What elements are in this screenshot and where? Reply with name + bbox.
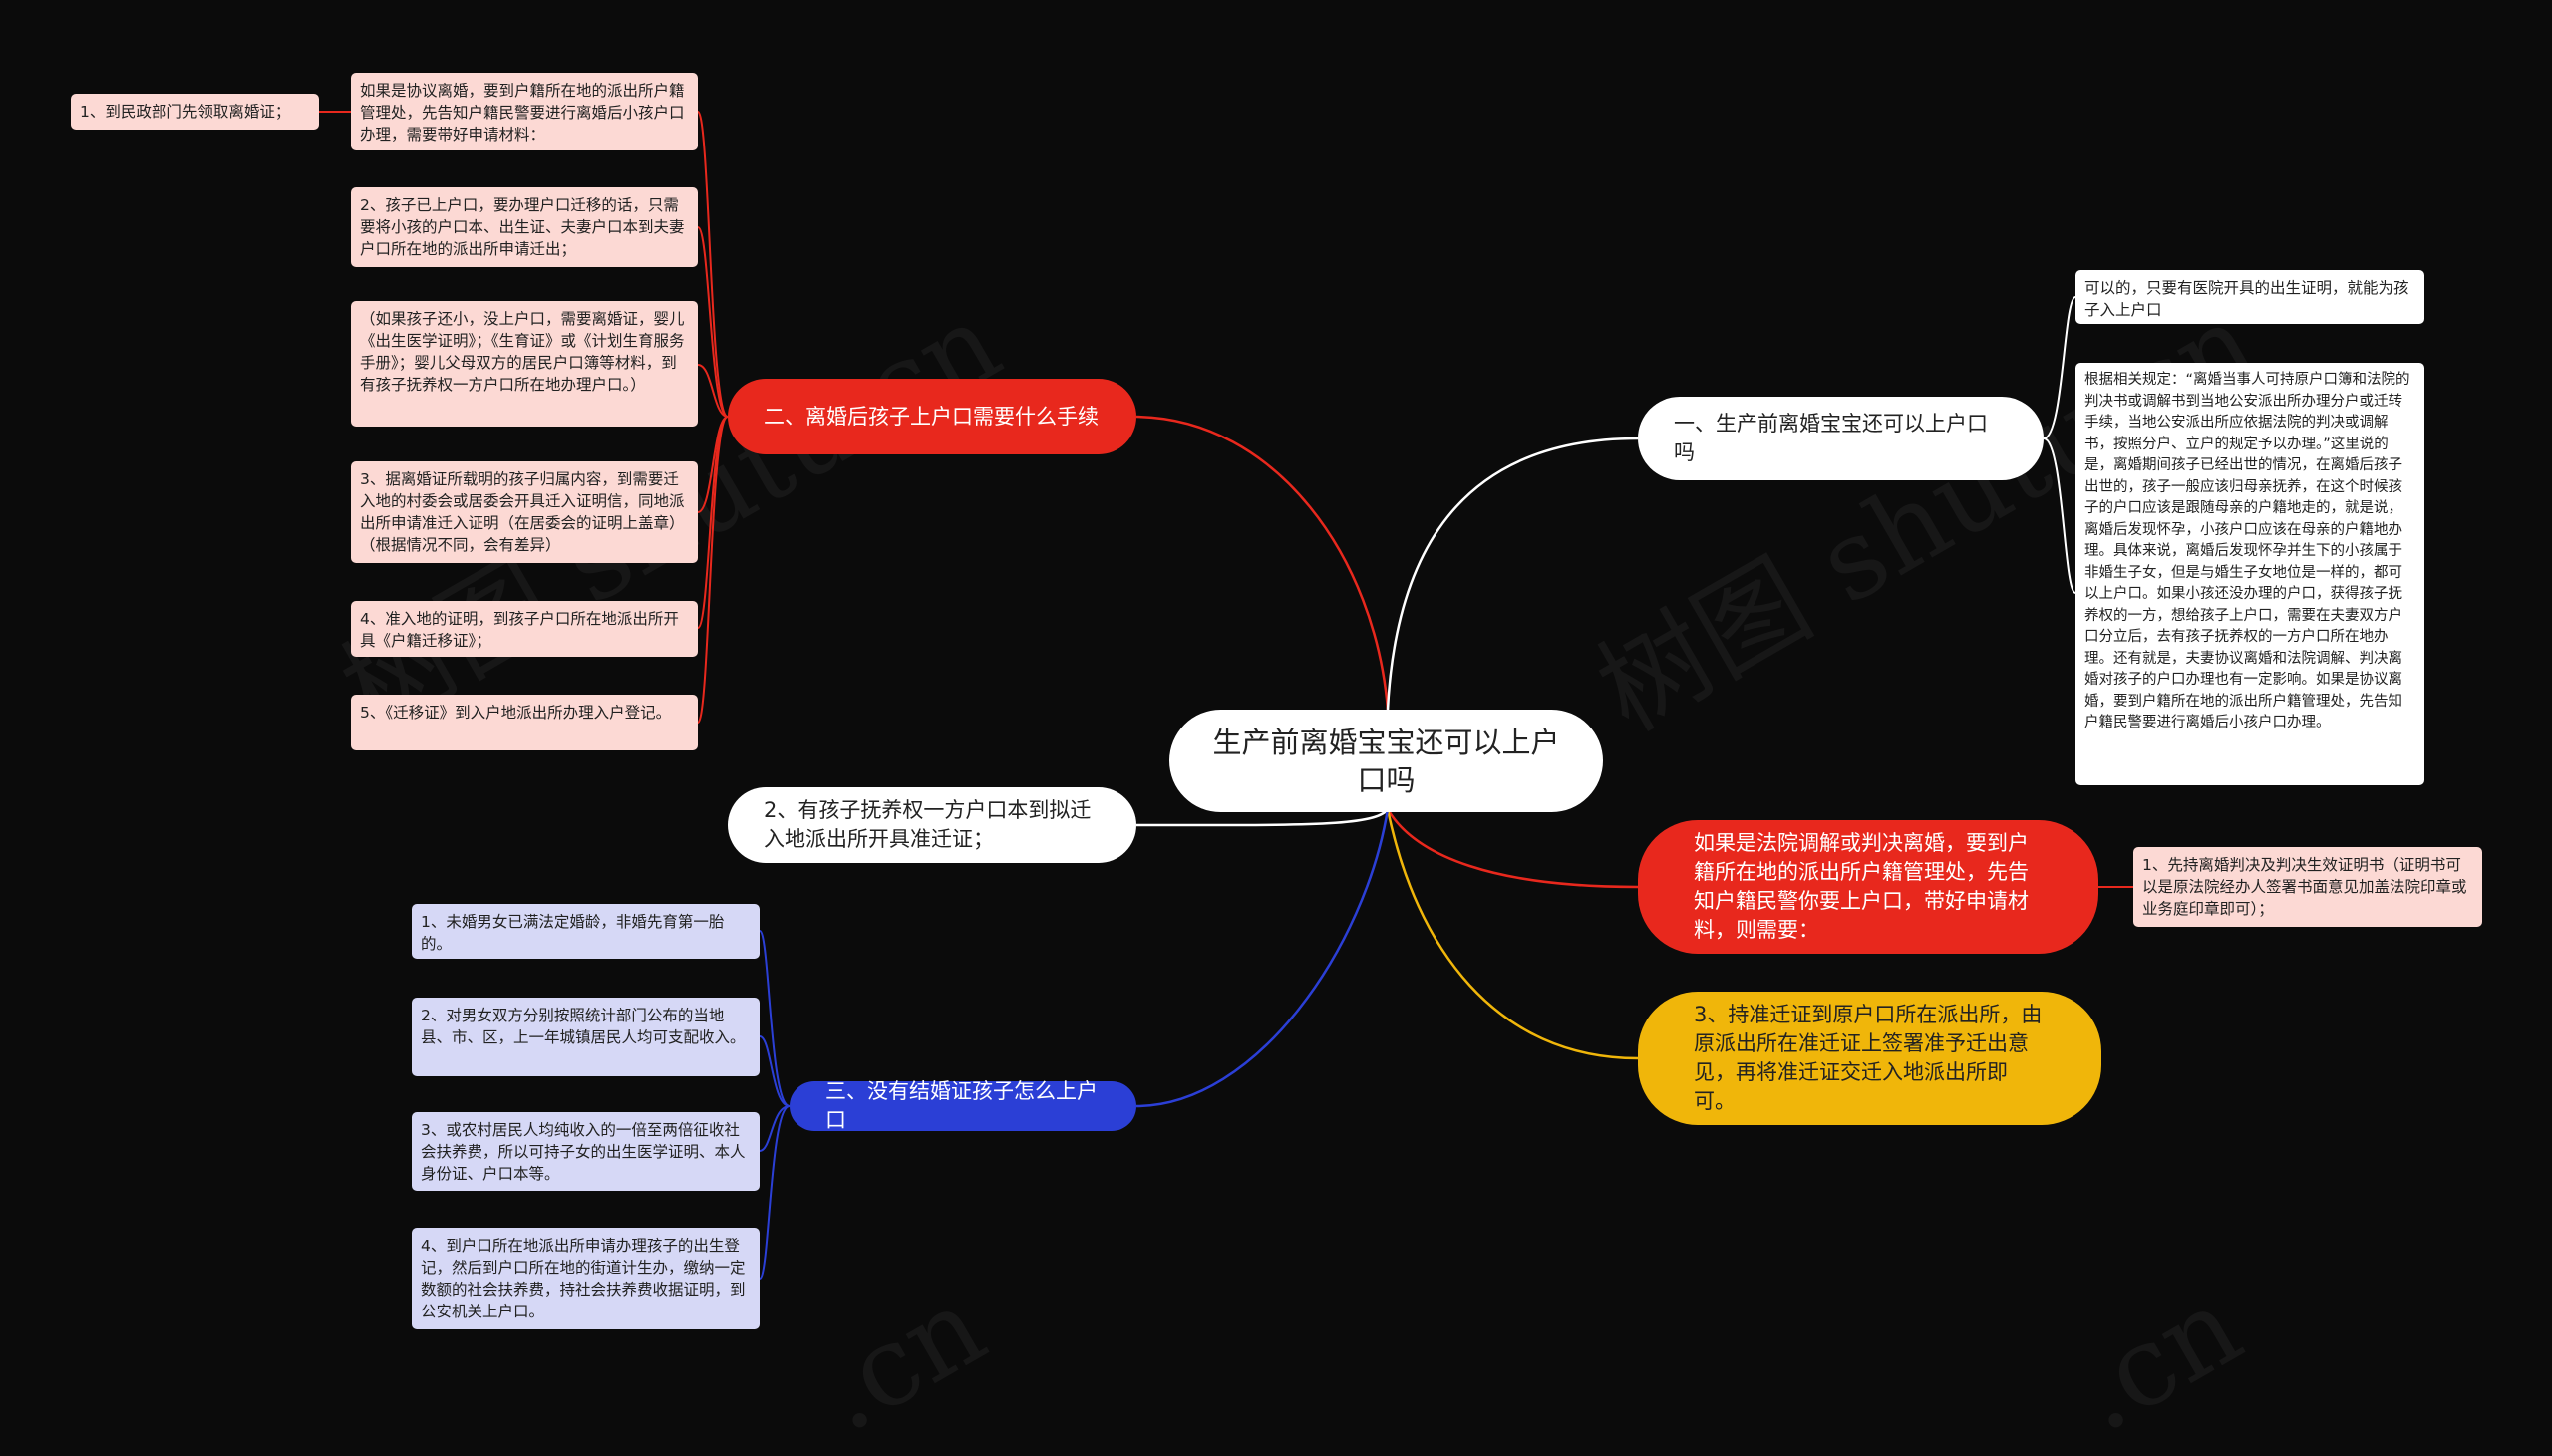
branch-two-leaf-5[interactable]: 4、准入地的证明，到孩子户口所在地派出所开具《户籍迁移证》； <box>351 601 698 657</box>
branch-two-leaf-1[interactable]: 如果是协议离婚，要到户籍所在地的派出所户籍管理处，先告知户籍民警要进行离婚后小孩… <box>351 73 698 150</box>
link-root-branch-1 <box>1386 437 1639 711</box>
leaf-text: 根据相关规定：“离婚当事人可持原户口簿和法院的判决书或调解书到当地公安派出所办理… <box>2084 372 2410 730</box>
leaf-text: 4、准入地的证明，到孩子户口所在地派出所开具《户籍迁移证》； <box>360 610 679 650</box>
branch-2-left-label: 2、有孩子抚养权一方户口本到拟迁入地派出所开具准迁证； <box>764 798 1092 851</box>
link-two-leaf-2 <box>697 226 729 418</box>
branch-two-leaf-3[interactable]: （如果孩子还小，没上户口，需要离婚证，婴儿《出生医学证明》；《生育证》或《计划生… <box>351 301 698 427</box>
link-two-leaf-1 <box>697 111 729 418</box>
leaf-text: 3、据离婚证所载明的孩子归属内容，到需要迁入地的村委会或居委会开具迁入证明信，同… <box>360 470 685 554</box>
leaf-text: （如果孩子还小，没上户口，需要离婚证，婴儿《出生医学证明》；《生育证》或《计划生… <box>360 310 685 394</box>
branch-3-label: 3、持准迁证到原户口所在派出所，由原派出所在准迁证上签署准予迁出意见，再将准迁证… <box>1694 1003 2043 1113</box>
branch-1-leaf-2[interactable]: 根据相关规定：“离婚当事人可持原户口簿和法院的判决书或调解书到当地公安派出所办理… <box>2075 363 2424 785</box>
branch-three-leaf-3[interactable]: 3、或农村居民人均纯收入的一倍至两倍征收社会扶养费，所以可持子女的出生医学证明、… <box>412 1112 760 1191</box>
branch-1-node[interactable]: 一、生产前离婚宝宝还可以上户口吗 <box>1638 397 2044 480</box>
leaf-text: 5、《迁移证》到入户地派出所办理入户登记。 <box>360 704 672 722</box>
leaf-text: 2、对男女双方分别按照统计部门公布的当地县、市、区，上一年城镇居民人均可支配收入… <box>421 1007 746 1046</box>
link-two-leaf-6 <box>697 416 729 724</box>
link-three-leaf-1 <box>759 930 791 1107</box>
branch-court-node[interactable]: 如果是法院调解或判决离婚，要到户籍所在地的派出所户籍管理处，先告知户籍民警你要上… <box>1638 820 2098 954</box>
branch-court-label: 如果是法院调解或判决离婚，要到户籍所在地的派出所户籍管理处，先告知户籍民警你要上… <box>1694 831 2029 942</box>
leaf-text: 2、孩子已上户口，要办理户口迁移的话，只需要将小孩的户口本、出生证、夫妻户口本到… <box>360 196 685 258</box>
branch-three-node[interactable]: 三、没有结婚证孩子怎么上户口 <box>790 1079 1136 1132</box>
link-three-leaf-3 <box>759 1105 791 1152</box>
root-topic[interactable]: 生产前离婚宝宝还可以上户口吗 <box>1169 710 1603 812</box>
branch-2-left-node[interactable]: 2、有孩子抚养权一方户口本到拟迁入地派出所开具准迁证； <box>728 787 1136 863</box>
leaf-text: 1、未婚男女已满法定婚龄，非婚先育第一胎的。 <box>421 913 725 953</box>
link-three-leaf-2 <box>759 1035 791 1107</box>
leaf-text: 3、或农村居民人均纯收入的一倍至两倍征收社会扶养费，所以可持子女的出生医学证明、… <box>421 1121 746 1183</box>
link-two-leaf-3 <box>697 364 729 418</box>
branch-1-leaf-1[interactable]: 可以的，只要有医院开具的出生证明，就能为孩子入上户口 <box>2075 270 2424 324</box>
leaf-text: 如果是协议离婚，要到户籍所在地的派出所户籍管理处，先告知户籍民警要进行离婚后小孩… <box>360 82 685 144</box>
branch-two-leaf-2[interactable]: 2、孩子已上户口，要办理户口迁移的话，只需要将小孩的户口本、出生证、夫妻户口本到… <box>351 187 698 267</box>
connector-lines <box>319 111 2133 1280</box>
link-two-leaf-5 <box>697 416 729 629</box>
branch-three-leaf-4[interactable]: 4、到户口所在地派出所申请办理孩子的出生登记，然后到户口所在地的街道计生办，缴纳… <box>412 1228 760 1329</box>
branch-two-leaf-4[interactable]: 3、据离婚证所载明的孩子归属内容，到需要迁入地的村委会或居委会开具迁入证明信，同… <box>351 461 698 563</box>
link-root-branch-three <box>1135 808 1390 1108</box>
branch-three-label: 三、没有结婚证孩子怎么上户口 <box>825 1079 1098 1132</box>
branch-1-label: 一、生产前离婚宝宝还可以上户口吗 <box>1674 412 1988 464</box>
leaf-text: 可以的，只要有医院开具的出生证明，就能为孩子入上户口 <box>2084 279 2409 319</box>
link-three-leaf-4 <box>759 1105 791 1280</box>
leaf-text: 1、到民政部门先领取离婚证； <box>80 103 291 121</box>
link-root-branch-2-left <box>1135 808 1390 827</box>
branch-three-leaf-2[interactable]: 2、对男女双方分别按照统计部门公布的当地县、市、区，上一年城镇居民人均可支配收入… <box>412 998 760 1076</box>
branch-two-node[interactable]: 二、离婚后孩子上户口需要什么手续 <box>728 379 1136 454</box>
branch-two-label: 二、离婚后孩子上户口需要什么手续 <box>764 404 1099 429</box>
leaf-text: 1、先持离婚判决及判决生效证明书（证明书可以是原法院经办人签署书面意见加盖法院印… <box>2142 856 2467 918</box>
link-root-branch-court <box>1386 808 1639 889</box>
branch-three-leaf-1[interactable]: 1、未婚男女已满法定婚龄，非婚先育第一胎的。 <box>412 904 760 959</box>
link-root-branch-3 <box>1386 808 1639 1060</box>
branch-3-node[interactable]: 3、持准迁证到原户口所在派出所，由原派出所在准迁证上签署准予迁出意见，再将准迁证… <box>1638 992 2101 1125</box>
branch-two-leaf-6[interactable]: 5、《迁移证》到入户地派出所办理入户登记。 <box>351 695 698 750</box>
link-root-branch-two <box>1135 415 1390 711</box>
link-one-leaf-1 <box>2043 296 2076 439</box>
link-one-leaf-2 <box>2043 437 2076 594</box>
leaf-text: 4、到户口所在地派出所申请办理孩子的出生登记，然后到户口所在地的街道计生办，缴纳… <box>421 1237 746 1320</box>
branch-court-leaf-1[interactable]: 1、先持离婚判决及判决生效证明书（证明书可以是原法院经办人签署书面意见加盖法院印… <box>2133 847 2482 927</box>
branch-two-subleaf[interactable]: 1、到民政部门先领取离婚证； <box>71 94 319 130</box>
root-topic-label: 生产前离婚宝宝还可以上户口吗 <box>1212 725 1560 797</box>
